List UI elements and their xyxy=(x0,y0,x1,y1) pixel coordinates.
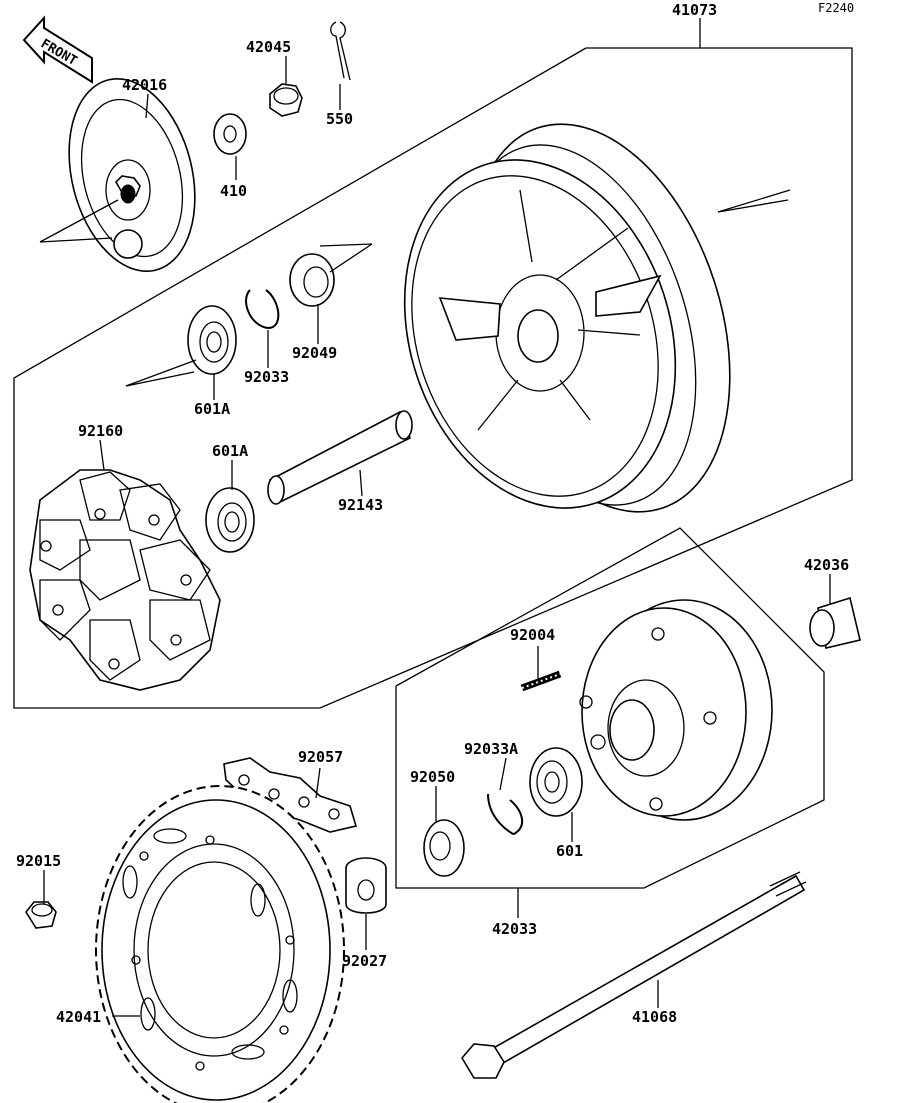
diagram-code: F2240 xyxy=(818,1,854,15)
spacer xyxy=(345,857,387,914)
label-42016: 42016 xyxy=(122,76,167,94)
circlip-hub xyxy=(487,793,524,836)
label-41068: 41068 xyxy=(632,1008,677,1026)
collar xyxy=(213,113,247,155)
sprocket-hub xyxy=(579,599,773,821)
rear-wheel xyxy=(403,123,791,513)
label-92004: 92004 xyxy=(510,626,555,644)
sprocket-nut xyxy=(25,901,57,929)
label-92027: 92027 xyxy=(342,952,387,970)
coupling-cover xyxy=(39,78,196,272)
leader-lines xyxy=(43,18,831,1017)
lower-group-outline xyxy=(395,527,825,889)
label-42045: 42045 xyxy=(246,38,291,56)
label-92050: 92050 xyxy=(410,768,455,786)
rear-axle xyxy=(461,871,807,1079)
label-42041: 42041 xyxy=(56,1008,101,1026)
collar-right xyxy=(809,596,861,649)
spacer-tube xyxy=(267,410,413,505)
label-601: 601 xyxy=(556,842,583,860)
label-92033: 92033 xyxy=(244,368,289,386)
circlip xyxy=(245,289,280,330)
label-92015: 92015 xyxy=(16,852,61,870)
bearing-hub xyxy=(529,747,583,817)
upper-group-outline xyxy=(13,47,853,709)
stud xyxy=(520,670,562,692)
label-601a-upper: 601A xyxy=(194,400,230,418)
cotter-pin xyxy=(330,21,351,81)
label-601a-lower: 601A xyxy=(212,442,248,460)
label-42036: 42036 xyxy=(804,556,849,574)
label-92143: 92143 xyxy=(338,496,383,514)
label-410: 410 xyxy=(220,182,247,200)
label-92057: 92057 xyxy=(298,748,343,766)
bearing-upper xyxy=(125,305,237,387)
oil-seal xyxy=(289,253,335,307)
label-550: 550 xyxy=(326,110,353,128)
front-arrow-icon: FRONT xyxy=(22,15,93,84)
label-92049: 92049 xyxy=(292,344,337,362)
nut xyxy=(269,83,303,117)
label-42033: 42033 xyxy=(492,920,537,938)
bearing-lower xyxy=(205,487,255,553)
label-92033a: 92033A xyxy=(464,740,518,758)
rear-sprocket xyxy=(95,785,345,1103)
label-92160: 92160 xyxy=(78,422,123,440)
wheel-damper xyxy=(29,469,221,691)
label-41073: 41073 xyxy=(672,1,717,19)
